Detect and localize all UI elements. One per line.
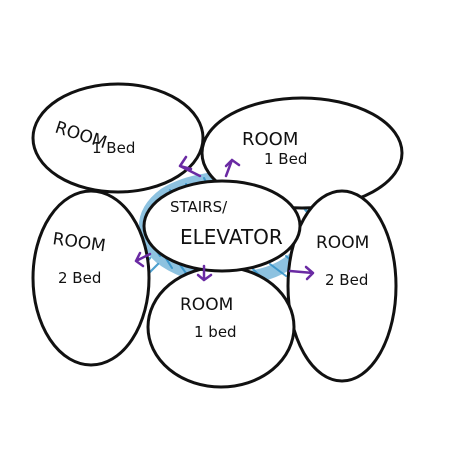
core-label-line2: ELEVATOR [180, 225, 283, 249]
room-4-title: ROOM [316, 233, 369, 253]
adjacency-arrows [134, 155, 315, 282]
room-labels: ROOM 1 Bed ROOM 1 Bed ROOM 2 Bed ROOM 2 … [51, 118, 369, 341]
room-left-bubble [31, 189, 151, 367]
core-label-line1: STAIRS/ [170, 198, 228, 216]
room-top-right-bubble [200, 96, 404, 210]
arrow-to-left-room [134, 251, 152, 268]
arrow-to-right-room [288, 265, 315, 281]
core-bubble [142, 179, 302, 273]
room-5-beds: 1 bed [194, 323, 237, 341]
arrow-to-top-right-room [224, 158, 241, 178]
room-top-left-bubble [31, 82, 205, 194]
room-1-beds: 1 Bed [92, 139, 135, 157]
room-5-title: ROOM [180, 295, 233, 315]
arrow-to-bottom-room [196, 264, 213, 282]
room-2-title: ROOM [242, 129, 298, 150]
arrow-to-top-left-room [178, 155, 202, 178]
bubble-outlines [31, 82, 404, 389]
room-4-beds: 2 Bed [325, 271, 368, 289]
room-right-bubble [286, 189, 398, 383]
room-2-beds: 1 Bed [264, 150, 307, 168]
room-3-beds: 2 Bed [58, 269, 101, 287]
